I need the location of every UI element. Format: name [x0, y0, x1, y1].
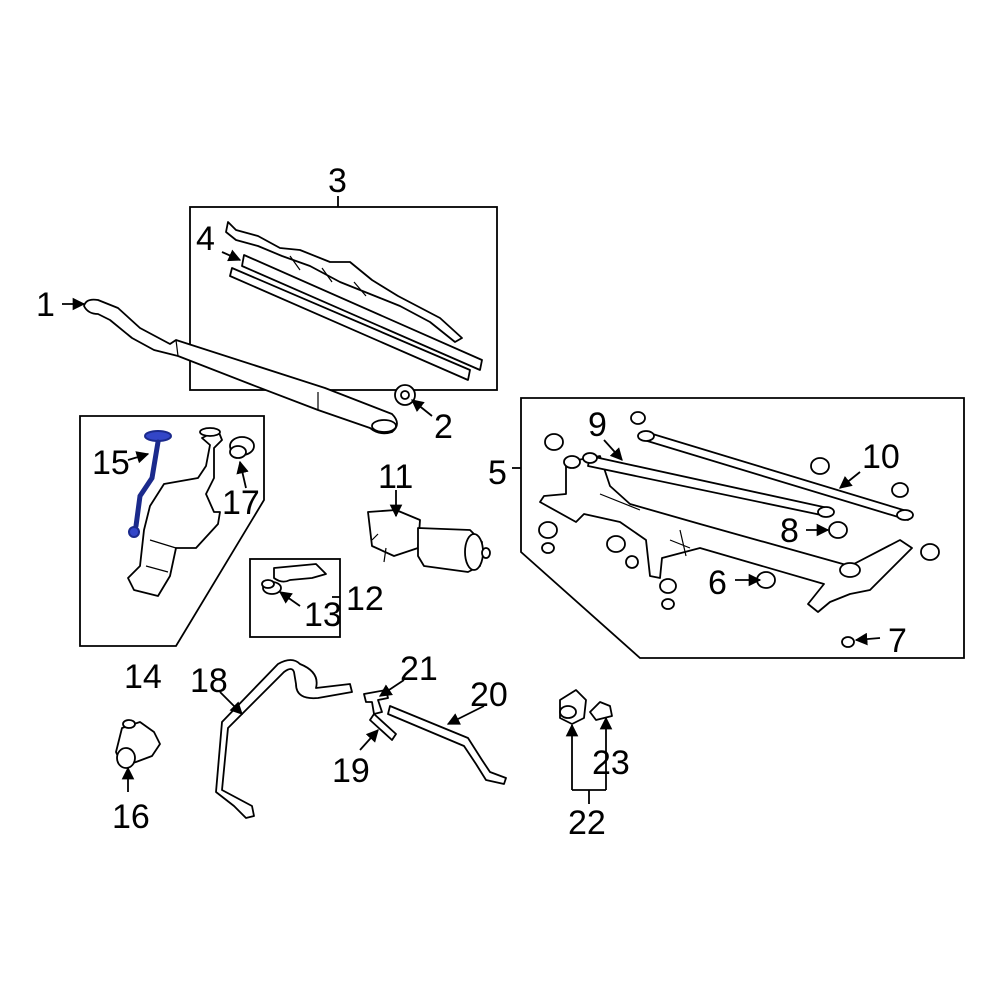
- cover-group-box: [249, 558, 341, 638]
- pivot-cap[interactable]: [273, 563, 327, 583]
- wiper-motor[interactable]: [367, 509, 491, 573]
- linkage-bushings[interactable]: [538, 411, 940, 648]
- callout-4: 4: [196, 220, 215, 258]
- wiper-arm[interactable]: [83, 298, 398, 435]
- filler-cap-grommet[interactable]: [229, 436, 255, 459]
- washer-nozzle[interactable]: [559, 689, 587, 725]
- washer-reservoir[interactable]: [127, 427, 223, 597]
- callout-23: 23: [592, 744, 630, 782]
- callout-12: 12: [346, 580, 384, 618]
- callout-17: 17: [222, 484, 260, 522]
- callout-6: 6: [708, 564, 727, 602]
- callout-18: 18: [190, 662, 228, 700]
- linkage-group-box: [520, 397, 965, 659]
- wiper-linkage[interactable]: [539, 430, 914, 613]
- callout-14: 14: [124, 658, 162, 696]
- cap-clip[interactable]: [261, 579, 282, 595]
- callout-7: 7: [888, 622, 907, 660]
- callout-3: 3: [328, 162, 347, 200]
- washer-hose-main[interactable]: [215, 659, 353, 819]
- callout-20: 20: [470, 676, 508, 714]
- blade-group-box: [189, 206, 498, 391]
- callout-2: 2: [434, 408, 453, 446]
- callout-8: 8: [780, 512, 799, 550]
- callout-22: 22: [568, 804, 606, 842]
- fluid-level-sensor-highlighted[interactable]: [128, 430, 172, 538]
- callout-9: 9: [588, 406, 607, 444]
- callout-1: 1: [36, 286, 55, 324]
- nozzle-cover[interactable]: [589, 701, 613, 721]
- callout-5: 5: [488, 454, 507, 492]
- washer-pump[interactable]: [115, 719, 161, 769]
- arm-nut-washer[interactable]: [394, 384, 416, 406]
- callout-16: 16: [112, 798, 150, 836]
- leader-lines: [62, 249, 881, 804]
- callout-21: 21: [400, 650, 438, 688]
- callout-13: 13: [304, 596, 342, 634]
- wiper-blade[interactable]: [225, 221, 483, 381]
- callout-10: 10: [862, 438, 900, 476]
- reservoir-group-box: [79, 415, 265, 647]
- callout-15: 15: [92, 444, 130, 482]
- callout-19: 19: [332, 752, 370, 790]
- washer-hose-nozzle[interactable]: [387, 705, 507, 785]
- callout-11: 11: [378, 458, 413, 496]
